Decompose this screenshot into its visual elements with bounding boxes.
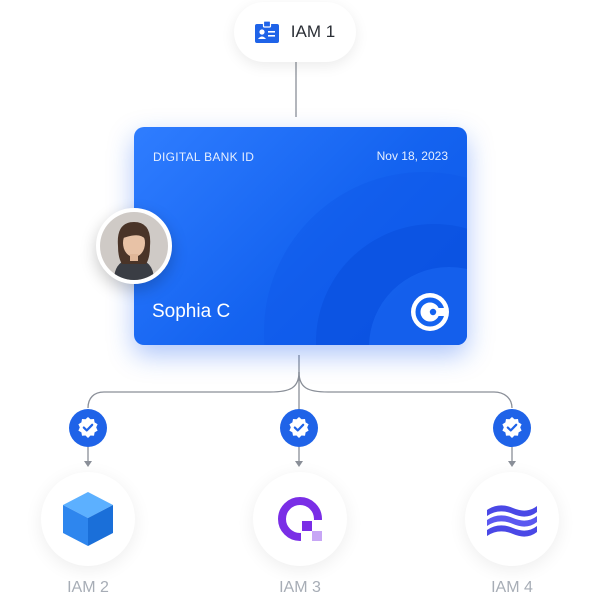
iam-2-node[interactable] bbox=[41, 472, 135, 566]
cube-icon bbox=[63, 492, 113, 546]
digital-bank-id-card[interactable]: DIGITAL BANK ID Nov 18, 2023 Sophia C bbox=[134, 127, 467, 345]
user-avatar[interactable] bbox=[96, 208, 172, 284]
bank-c-logo-icon bbox=[411, 293, 449, 331]
card-title: DIGITAL BANK ID bbox=[153, 150, 255, 164]
iam-4-label: IAM 4 bbox=[491, 579, 533, 596]
iam-1-node[interactable]: IAM 1 bbox=[234, 2, 356, 62]
user-photo-avatar bbox=[100, 212, 168, 280]
iam-2-label: IAM 2 bbox=[67, 579, 109, 596]
verified-check-icon bbox=[69, 409, 107, 447]
iam-1-label: IAM 1 bbox=[290, 22, 336, 41]
card-holder-name: Sophia C bbox=[152, 301, 231, 322]
card-date: Nov 18, 2023 bbox=[376, 149, 448, 163]
q-logo-icon bbox=[278, 497, 325, 544]
iam-3-node[interactable] bbox=[253, 472, 347, 566]
verified-check-icon bbox=[280, 409, 318, 447]
iam-4-node[interactable] bbox=[465, 472, 559, 566]
iam-3-label: IAM 3 bbox=[279, 579, 321, 596]
waves-logo-icon bbox=[487, 505, 537, 537]
verified-check-icon bbox=[493, 409, 531, 447]
id-badge-icon bbox=[254, 21, 279, 43]
